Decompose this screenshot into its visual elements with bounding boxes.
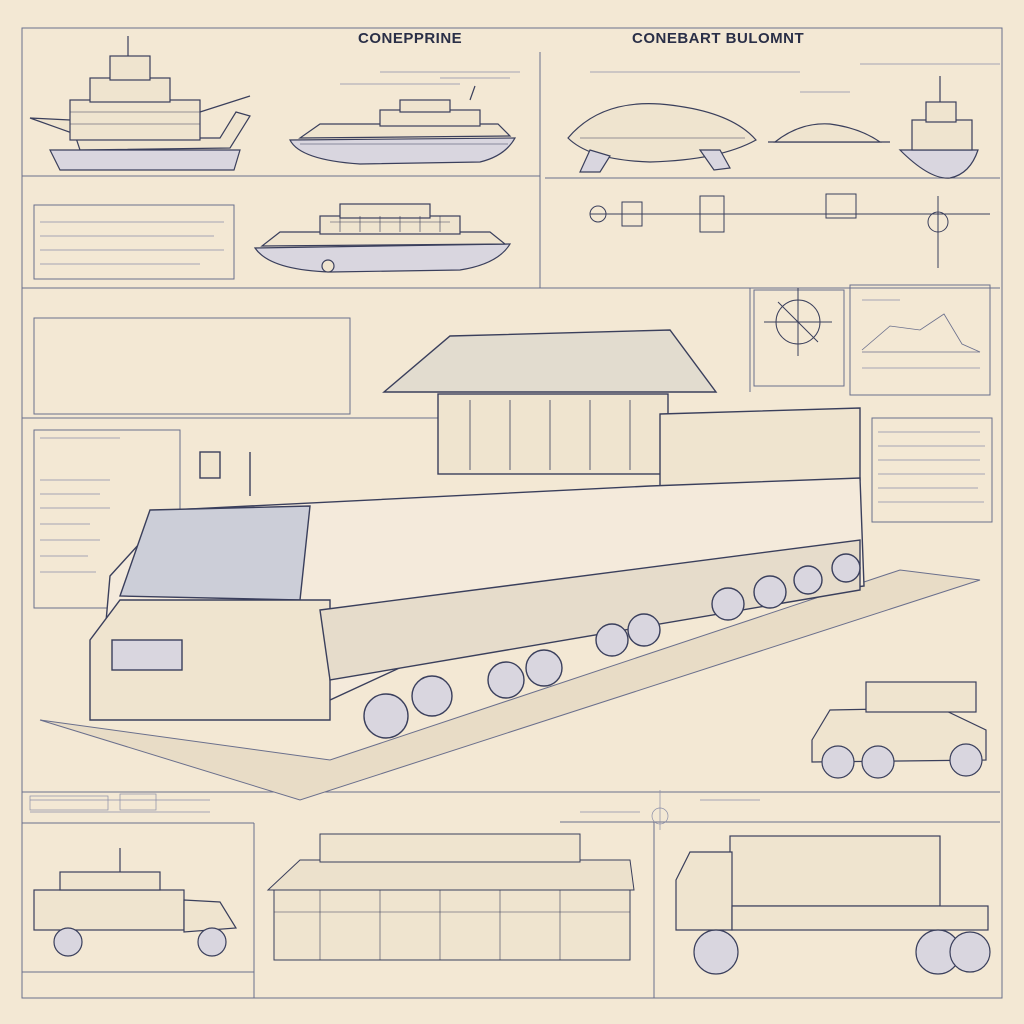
pickup-truck xyxy=(811,681,987,779)
hovercraft xyxy=(567,103,890,173)
locomotive xyxy=(39,329,981,801)
dimension-lines xyxy=(29,790,669,830)
compass-diagram xyxy=(764,288,832,356)
building-station xyxy=(266,833,635,961)
cargo-truck xyxy=(675,835,991,975)
sheet-title-right: CONEBART BULOMNT xyxy=(632,30,805,47)
harbor-sketch xyxy=(861,313,981,353)
sheet-title-left: CONEPPRINE xyxy=(358,30,463,47)
small-ship xyxy=(898,76,979,179)
steamship xyxy=(589,193,990,268)
tour-boat xyxy=(289,85,517,165)
utility-truck xyxy=(33,848,238,957)
river-ferry xyxy=(253,203,512,273)
annotation-lines xyxy=(30,63,1000,813)
battleship-ship xyxy=(29,36,251,171)
